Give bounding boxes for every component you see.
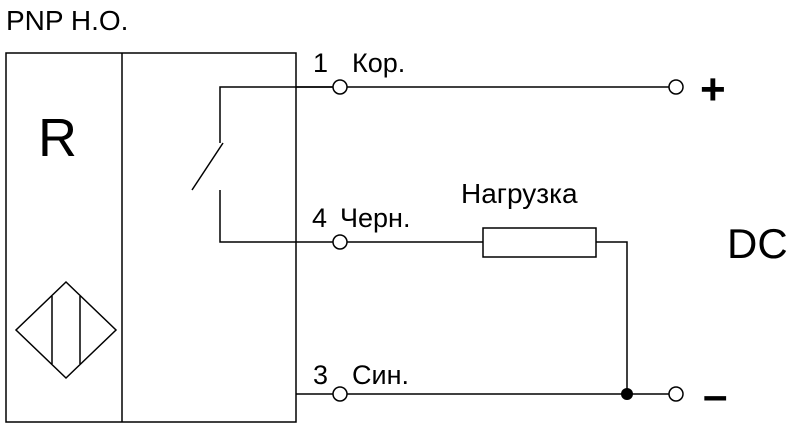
wire-3-number: 3 — [313, 360, 328, 390]
junction-dot — [621, 388, 633, 400]
terminal-minus — [668, 386, 684, 402]
sensor-letter: R — [38, 108, 77, 168]
wire-3-name: Син. — [352, 360, 409, 390]
terminal-1 — [332, 79, 348, 95]
sensor-body: R — [5, 52, 333, 423]
wire-1: 1 Кор. — [296, 48, 684, 95]
load-label: Нагрузка — [461, 178, 578, 209]
switch-icon — [191, 86, 333, 243]
load-resistor — [482, 227, 597, 258]
terminal-3 — [332, 386, 348, 402]
diagram-title: PNP Н.О. — [6, 5, 128, 36]
wire-1-name: Кор. — [352, 48, 405, 78]
supply-label: DC — [727, 220, 788, 267]
wire-3: 3 Син. — [296, 360, 684, 402]
wire-4-number: 4 — [312, 203, 327, 233]
wire-4-name: Черн. — [340, 203, 410, 233]
minus-sign: – — [703, 371, 727, 420]
sensor-symbol-icon — [14, 280, 118, 380]
wire-4: 4 Черн. Нагрузка — [312, 178, 628, 394]
terminal-plus — [668, 79, 684, 95]
terminal-4 — [332, 234, 348, 250]
wire-1-number: 1 — [313, 48, 328, 78]
plus-sign: + — [700, 65, 726, 114]
